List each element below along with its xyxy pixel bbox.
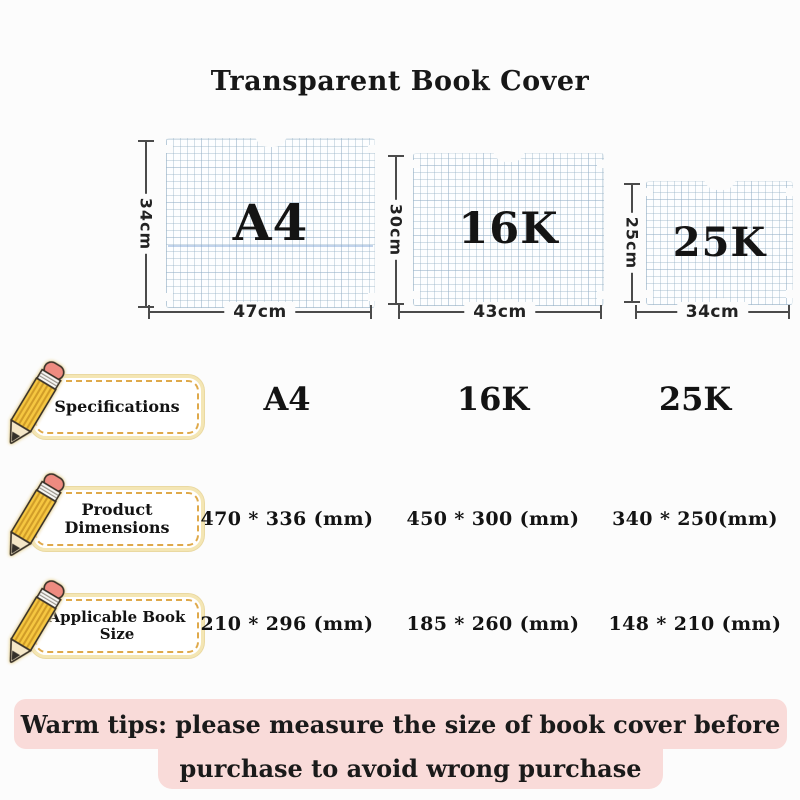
banner-text: Specifications bbox=[54, 396, 180, 416]
width-dimension-label: 34cm bbox=[676, 302, 749, 322]
spec-value: 148 * 210 (mm) bbox=[608, 613, 782, 635]
cover-size-label: A4 bbox=[232, 193, 309, 252]
height-dimension-label: 30cm bbox=[386, 199, 406, 261]
fold-line bbox=[168, 245, 373, 248]
pencil-icon bbox=[9, 473, 65, 556]
spec-value: 340 * 250(mm) bbox=[612, 508, 778, 530]
cover-size-label: 16K bbox=[458, 204, 559, 254]
warm-tips-line2: purchase to avoid wrong purchase bbox=[158, 748, 663, 789]
width-dimension-25k: 34cm bbox=[635, 302, 790, 322]
spec-row-label-product-dimensions: Product Dimensions bbox=[0, 468, 210, 564]
page-title: Transparent Book Cover bbox=[210, 66, 590, 97]
spec-value: 25K bbox=[658, 380, 732, 418]
height-dimension-a4: 34cm bbox=[136, 140, 156, 308]
spec-value: 16K bbox=[456, 380, 530, 418]
spec-value: 450 * 300 (mm) bbox=[406, 508, 580, 530]
width-dimension-a4: 47cm bbox=[148, 302, 372, 322]
spec-value: 185 * 260 (mm) bbox=[406, 613, 580, 635]
height-dimension-16k: 30cm bbox=[386, 155, 406, 305]
spec-value: A4 bbox=[263, 380, 311, 418]
spec-value: 470 * 336 (mm) bbox=[200, 508, 374, 530]
spec-value: 210 * 296 (mm) bbox=[200, 613, 374, 635]
top-notch bbox=[492, 149, 525, 162]
spec-row-label-specifications: Specifications bbox=[0, 356, 210, 452]
banner-text: Product Dimensions bbox=[64, 499, 170, 537]
top-notch bbox=[254, 134, 287, 147]
height-dimension-25k: 25cm bbox=[622, 183, 642, 303]
height-dimension-label: 34cm bbox=[136, 193, 156, 255]
spec-row-label-applicable-book-size: Applicable Book Size bbox=[0, 575, 210, 671]
pencil-icon bbox=[9, 580, 65, 663]
width-dimension-label: 47cm bbox=[224, 302, 296, 322]
label-banner: Applicable Book Size bbox=[30, 594, 204, 658]
top-notch bbox=[703, 177, 736, 190]
book-cover-25k: 25K bbox=[643, 177, 796, 309]
book-cover-a4: A4 bbox=[163, 134, 378, 312]
width-dimension-label: 43cm bbox=[464, 302, 536, 322]
height-dimension-label: 25cm bbox=[622, 212, 642, 274]
warm-tips-line1: Warm tips: please measure the size of bo… bbox=[14, 699, 787, 749]
width-dimension-16k: 43cm bbox=[398, 302, 602, 322]
banner-text: Applicable Book Size bbox=[48, 607, 186, 643]
book-cover-16k: 16K bbox=[410, 149, 607, 310]
cover-size-label: 25K bbox=[672, 219, 767, 266]
pencil-icon bbox=[9, 361, 65, 444]
